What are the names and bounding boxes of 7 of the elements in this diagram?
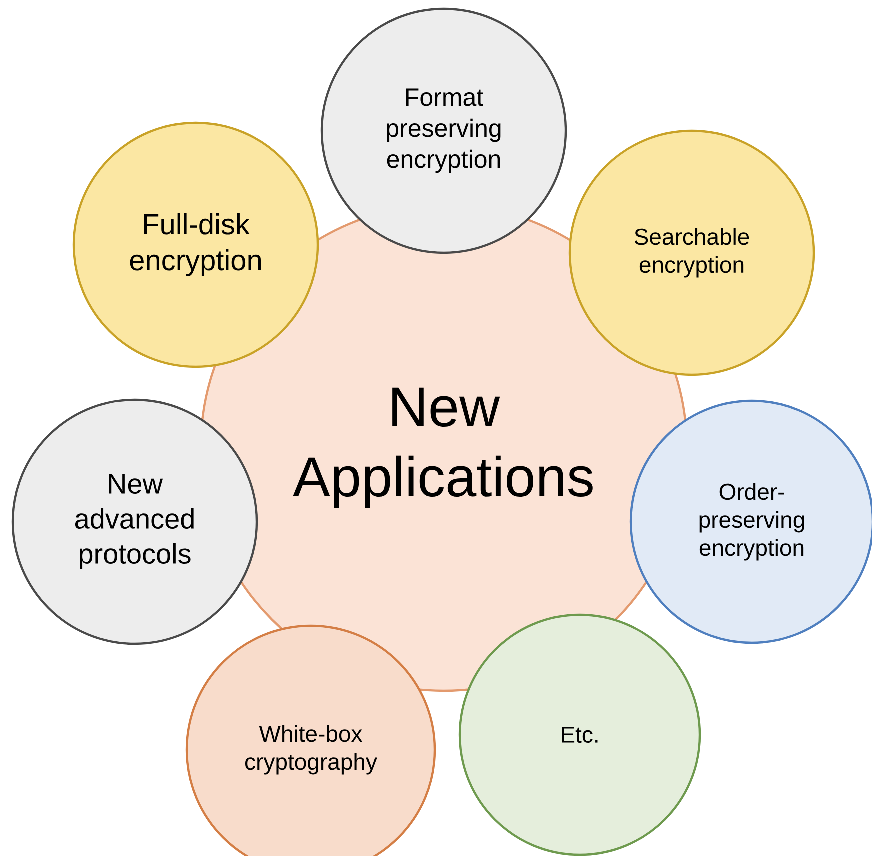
- circle-node: Order-preserving encryption: [630, 400, 872, 644]
- circle-node: Etc.: [458, 614, 702, 856]
- circle-node: Full-disk encryption: [72, 122, 320, 368]
- circle-node: White-box cryptography: [186, 624, 436, 856]
- circle-node: New advanced protocols: [12, 398, 258, 646]
- circle-node: Searchable encryption: [568, 130, 816, 376]
- circle-node: Format preserving encryption: [320, 8, 568, 254]
